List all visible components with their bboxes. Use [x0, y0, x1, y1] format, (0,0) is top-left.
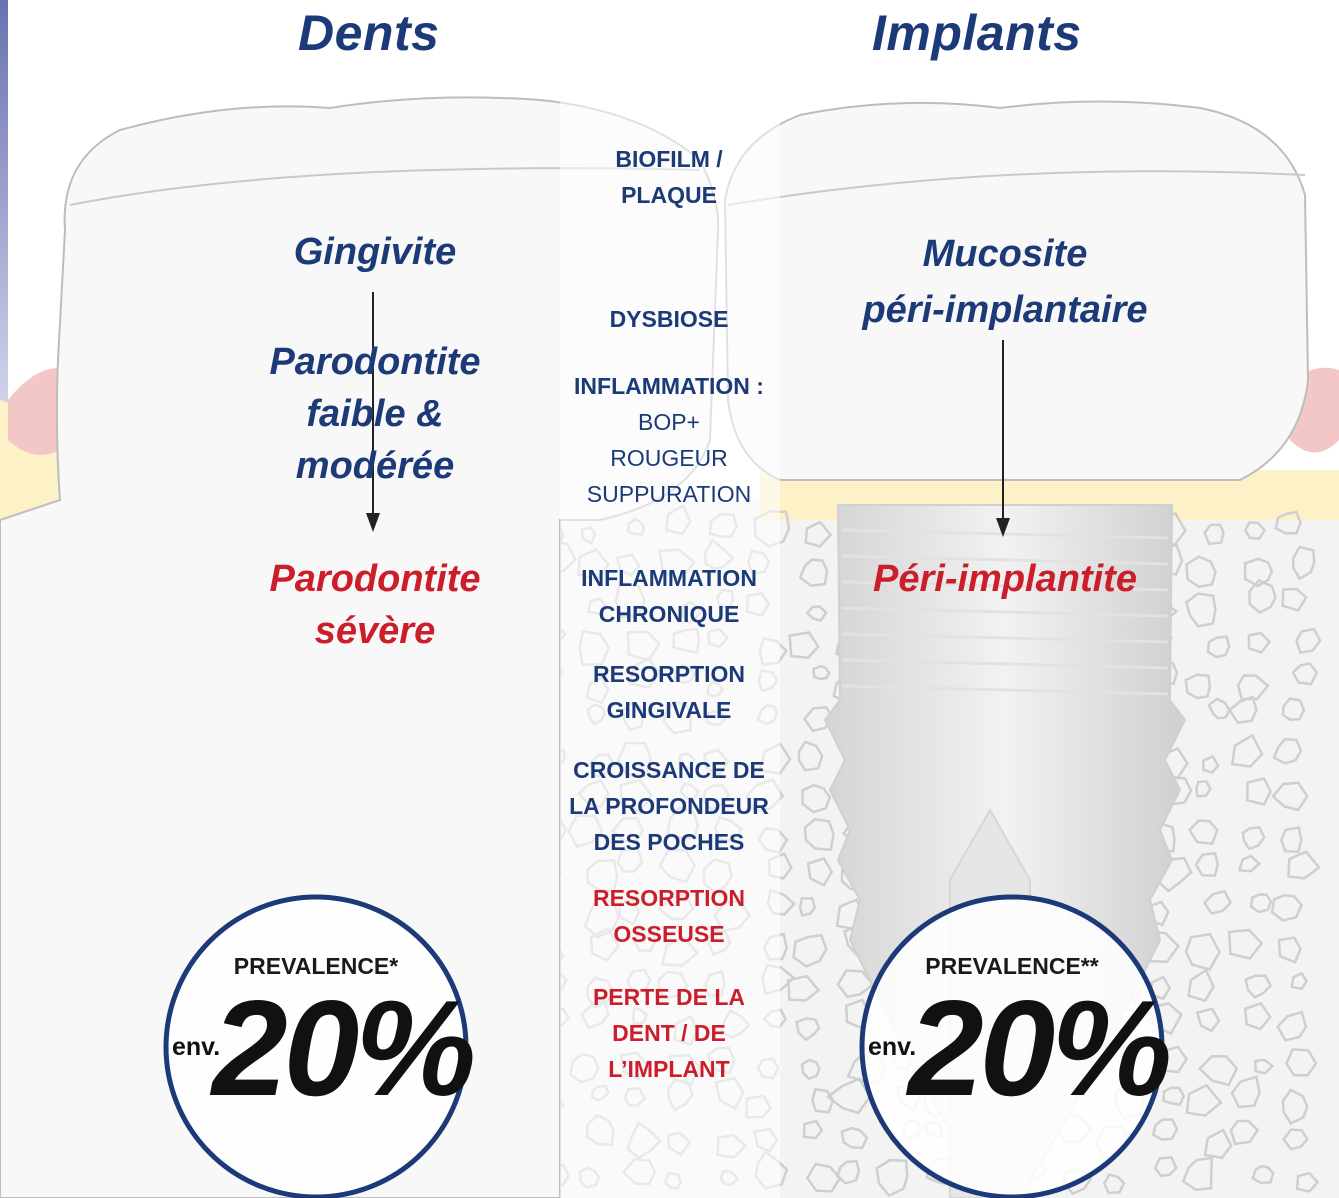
stage-parodontite-severe: Parodontite sévère: [230, 553, 520, 657]
mid-line: BIOFILM /: [560, 141, 778, 177]
mid-line: OSSEUSE: [560, 916, 778, 952]
title-implants: Implants: [872, 4, 1082, 62]
stage-line: Parodontite: [230, 336, 520, 388]
mid-line: DENT / DE: [560, 1015, 778, 1051]
stage-line: faible &: [230, 388, 520, 440]
stage-line: Mucosite: [830, 226, 1180, 282]
mid-biofilm: BIOFILM / PLAQUE: [560, 141, 778, 213]
prevalence-value-left: 20%: [212, 980, 472, 1116]
title-dents: Dents: [298, 4, 439, 62]
mid-line: SUPPURATION: [560, 476, 778, 512]
mid-line: LA PROFONDEUR: [560, 788, 778, 824]
mid-line: INFLAMMATION: [560, 560, 778, 596]
mid-line: PLAQUE: [560, 177, 778, 213]
mid-line: DES POCHES: [560, 824, 778, 860]
mid-line: L’IMPLANT: [560, 1051, 778, 1087]
mid-line: RESORPTION: [560, 880, 778, 916]
stage-line: modérée: [230, 440, 520, 492]
mid-gingivale: RESORPTION GINGIVALE: [560, 656, 778, 728]
stage-line: Parodontite: [230, 553, 520, 605]
mid-line: CHRONIQUE: [560, 596, 778, 632]
stage-parodontite-moderee: Parodontite faible & modérée: [230, 336, 520, 492]
stage-peri-implantite: Péri-implantite: [840, 553, 1170, 605]
mid-line: CROISSANCE DE: [560, 752, 778, 788]
mid-poches: CROISSANCE DE LA PROFONDEUR DES POCHES: [560, 752, 778, 860]
prevalence-value-right: 20%: [908, 980, 1168, 1116]
mid-line: DYSBIOSE: [560, 301, 778, 337]
mid-osseuse: RESORPTION OSSEUSE: [560, 880, 778, 952]
mid-chronique: INFLAMMATION CHRONIQUE: [560, 560, 778, 632]
mid-dysbiose: DYSBIOSE: [560, 301, 778, 337]
mid-line: RESORPTION: [560, 656, 778, 692]
mid-line: GINGIVALE: [560, 692, 778, 728]
mid-line: BOP+: [560, 404, 778, 440]
mid-line: INFLAMMATION :: [560, 368, 778, 404]
mid-inflammation: INFLAMMATION : BOP+ ROUGEUR SUPPURATION: [560, 368, 778, 512]
stage-gingivite: Gingivite: [240, 226, 510, 278]
stage-mucosite: Mucosite péri-implantaire: [830, 226, 1180, 338]
stage-line: péri-implantaire: [830, 282, 1180, 338]
mid-perte: PERTE DE LA DENT / DE L’IMPLANT: [560, 979, 778, 1087]
stage-line: sévère: [230, 605, 520, 657]
mid-line: PERTE DE LA: [560, 979, 778, 1015]
mid-line: ROUGEUR: [560, 440, 778, 476]
